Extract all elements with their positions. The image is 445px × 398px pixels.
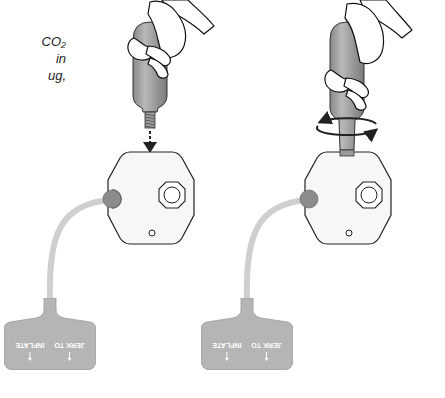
tab-arrow — [29, 352, 30, 359]
inflator-housing — [300, 150, 391, 244]
tab-arrowhead — [265, 358, 269, 361]
lanyard-tube — [50, 200, 110, 300]
caption-fragment: in — [0, 51, 66, 67]
hand — [128, 0, 214, 78]
pull-tab-shape — [201, 298, 293, 370]
tab-arrow — [266, 352, 267, 359]
inflator-housing — [103, 152, 194, 244]
tab-arrowhead — [28, 358, 32, 361]
hand — [325, 0, 412, 110]
tab-instruction: JERK TO — [54, 342, 84, 349]
pull-tab-shape — [4, 298, 96, 370]
tab-arrow — [69, 352, 70, 359]
insert-arrow — [149, 131, 151, 143]
lanyard-tube — [247, 200, 307, 300]
tab-instruction: INFLATE — [212, 342, 241, 349]
tab-arrowhead — [68, 358, 72, 361]
pull-tab: JERK TO INFLATE — [4, 298, 96, 370]
tab-arrow — [226, 352, 227, 359]
insert-arrowhead — [143, 142, 157, 153]
caption-fragment: ug, — [0, 68, 66, 84]
pull-tab: JERK TO INFLATE — [201, 298, 293, 370]
tab-instruction: JERK TO — [251, 342, 281, 349]
tab-instruction: INFLATE — [15, 342, 44, 349]
caption-fragment: CO₂ — [0, 34, 66, 50]
tab-arrowhead — [225, 358, 229, 361]
rotation-arrow — [317, 126, 376, 135]
rotation-arrow — [320, 118, 376, 124]
